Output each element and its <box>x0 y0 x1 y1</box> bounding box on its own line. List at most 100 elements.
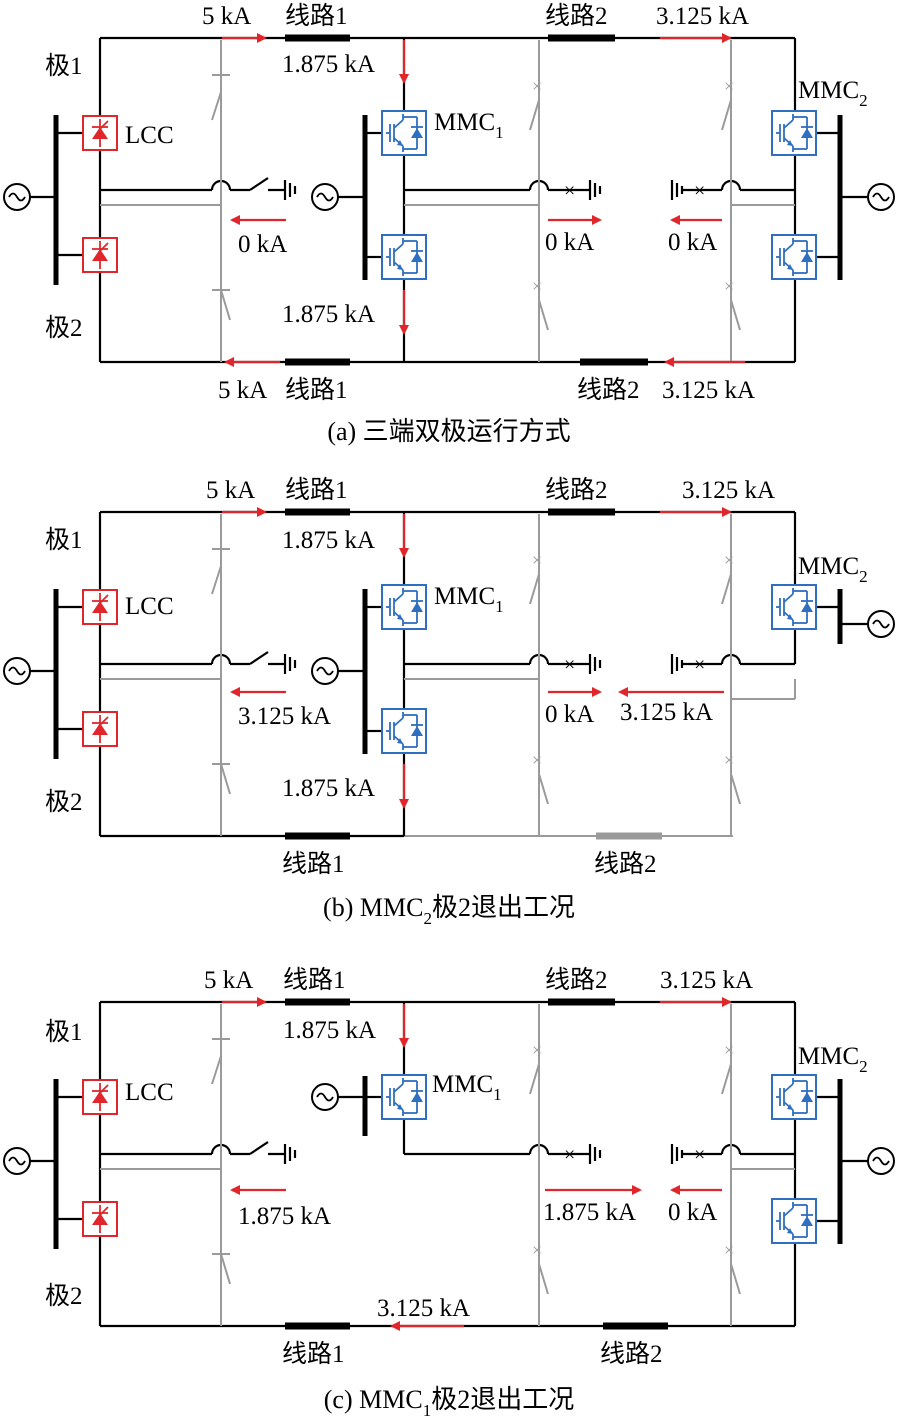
mmc1-pole1-valve-icon <box>381 584 427 630</box>
mmc2-pole1-valve-icon <box>771 1074 817 1120</box>
svg-text:×: × <box>564 1144 575 1166</box>
svg-text:×: × <box>724 1240 734 1260</box>
svg-text:×: × <box>564 654 575 676</box>
svg-text:×: × <box>694 180 705 202</box>
pole2-label: 极2 <box>45 314 83 342</box>
mmc1-label: MMC1 <box>432 1071 502 1104</box>
pole2-label: 极2 <box>45 1282 83 1310</box>
current-label: 3.125 kA <box>660 967 753 994</box>
ac-source-icon <box>311 183 339 211</box>
ac-source-icon <box>867 610 895 638</box>
mmc2-label: MMC2 <box>798 1043 868 1076</box>
lcc-label: LCC <box>125 593 174 620</box>
lcc-pole2-thyristor-icon <box>82 1201 118 1237</box>
panel-c: × × × × × × <box>3 966 895 1420</box>
mmc1-pole1-valve-icon <box>381 110 427 156</box>
current-label: 3.125 kA <box>238 703 331 730</box>
svg-text:×: × <box>564 180 575 202</box>
mmc2-label: MMC2 <box>798 77 868 110</box>
lcc-label: LCC <box>125 122 174 149</box>
pole1-label: 极1 <box>45 52 83 80</box>
current-label: 1.875 kA <box>282 301 375 328</box>
panel-b: × × × × × × <box>3 476 895 928</box>
ac-source-icon <box>867 1147 895 1175</box>
line2-label: 线路2 <box>545 2 608 30</box>
svg-text:×: × <box>532 276 542 296</box>
mmc1-label: MMC1 <box>434 109 504 142</box>
current-label: 1.875 kA <box>282 51 375 78</box>
current-label: 0 kA <box>545 229 594 256</box>
mmc2-pole1-valve-icon <box>771 110 817 156</box>
line2-label: 线路2 <box>600 1340 663 1368</box>
current-label: 3.125 kA <box>656 3 749 30</box>
mmc2-pole2-valve-icon <box>771 234 817 280</box>
line1-label: 线路1 <box>285 376 348 404</box>
current-label: 0 kA <box>668 1199 717 1226</box>
mmc1-pole2-valve-icon <box>381 708 427 754</box>
current-label: 1.875 kA <box>283 1017 376 1044</box>
line2-label: 线路2 <box>545 476 608 504</box>
lcc-pole2-thyristor-icon <box>82 237 118 273</box>
svg-text:×: × <box>724 276 734 296</box>
lcc-pole1-thyristor-icon <box>82 1079 118 1115</box>
ac-source-icon <box>3 183 31 211</box>
line2-label: 线路2 <box>577 376 640 404</box>
svg-text:×: × <box>694 654 705 676</box>
line1-label: 线路1 <box>285 2 348 30</box>
current-label: 0 kA <box>545 701 594 728</box>
current-label: 0 kA <box>668 229 717 256</box>
mmc2-pole1-valve-icon <box>771 584 817 630</box>
lcc-pole2-thyristor-icon <box>82 711 118 747</box>
line1-label: 线路1 <box>282 1340 345 1368</box>
ac-source-icon <box>311 1083 339 1111</box>
mmc1-label: MMC1 <box>434 583 504 616</box>
panel-a: × × × × × × <box>3 2 895 446</box>
ac-source-icon <box>3 657 31 685</box>
current-label: 3.125 kA <box>377 1295 470 1322</box>
line2-label: 线路2 <box>594 850 657 878</box>
line1-label: 线路1 <box>283 966 346 994</box>
ac-source-icon <box>311 657 339 685</box>
current-label: 1.875 kA <box>282 775 375 802</box>
svg-text:×: × <box>532 550 542 570</box>
current-label: 1.875 kA <box>282 527 375 554</box>
line1-label: 线路1 <box>282 850 345 878</box>
lcc-pole1-thyristor-icon <box>82 115 118 151</box>
pole2-label: 极2 <box>45 788 83 816</box>
current-label: 5 kA <box>218 377 267 404</box>
pole1-label: 极1 <box>45 1018 83 1046</box>
mmc1-pole1-valve-icon <box>381 1074 427 1120</box>
current-label: 5 kA <box>206 477 255 504</box>
mmc2-pole2-valve-icon <box>771 1198 817 1244</box>
panel-caption: (b) MMC2极2退出工况 <box>323 893 575 928</box>
line1-label: 线路1 <box>285 476 348 504</box>
svg-text:×: × <box>532 1240 542 1260</box>
panel-caption: (c) MMC1极2退出工况 <box>324 1385 574 1420</box>
svg-text:×: × <box>724 76 734 96</box>
svg-text:×: × <box>532 1040 542 1060</box>
current-label: 0 kA <box>238 231 287 258</box>
current-label: 5 kA <box>202 3 251 30</box>
svg-text:×: × <box>724 550 734 570</box>
ac-source-icon <box>867 183 895 211</box>
neutral-switch <box>249 177 269 191</box>
line2-label: 线路2 <box>545 966 608 994</box>
ac-source-icon <box>3 1147 31 1175</box>
lcc-pole1-thyristor-icon <box>82 589 118 625</box>
current-label: 1.875 kA <box>238 1203 331 1230</box>
current-label: 5 kA <box>204 967 253 994</box>
svg-text:×: × <box>532 76 542 96</box>
lcc-label: LCC <box>125 1079 174 1106</box>
svg-text:×: × <box>724 1040 734 1060</box>
svg-text:×: × <box>532 750 542 770</box>
current-label: 3.125 kA <box>682 477 775 504</box>
svg-text:×: × <box>694 1144 705 1166</box>
svg-text:×: × <box>724 750 734 770</box>
mmc1-pole2-valve-icon <box>381 234 427 280</box>
pole1-label: 极1 <box>45 526 83 554</box>
current-label: 3.125 kA <box>662 377 755 404</box>
mmc2-label: MMC2 <box>798 553 868 586</box>
current-label: 1.875 kA <box>543 1199 636 1226</box>
panel-caption: (a) 三端双极运行方式 <box>327 417 570 446</box>
